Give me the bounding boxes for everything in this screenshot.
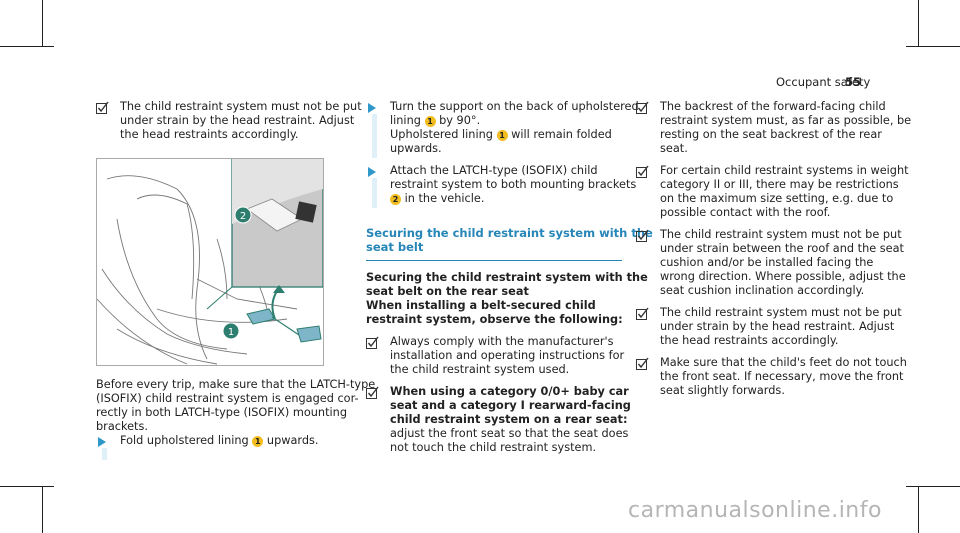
checkbox-icon — [366, 336, 379, 349]
note-item: The child restraint system must not be p… — [96, 100, 366, 142]
crop-mark — [0, 46, 54, 47]
seat-illustration: 2 1 — [96, 158, 324, 366]
note-item: The backrest of the forward-facing child… — [636, 100, 911, 156]
step-attach-latch: Attach the LATCH-type (ISOFIX) child res… — [366, 164, 636, 208]
note-item: Make sure that the child's feet do not t… — [636, 356, 907, 398]
note-item: The child restraint system must not be p… — [636, 306, 906, 348]
step-fold-lining: Fold upholstered lining 1 upwards. — [96, 434, 390, 460]
crop-mark — [42, 486, 43, 533]
callout-2: 2 — [240, 211, 246, 222]
rear-seat-isofix-drawing: 2 1 — [97, 159, 323, 365]
checkbox-icon — [366, 386, 379, 399]
crop-mark — [42, 0, 43, 47]
intro-paragraph: Before every trip, make sure that the LA… — [96, 378, 376, 433]
checkbox-icon — [636, 357, 649, 370]
checkbox-icon — [636, 307, 649, 320]
step-arrow-icon — [98, 437, 106, 447]
column-left: The child restraint system must not be p… — [96, 100, 366, 150]
note-item: When using a category 0/0+ baby car seat… — [366, 385, 631, 455]
crop-mark — [918, 0, 919, 47]
step-highlight-bar — [372, 178, 377, 208]
note-item: For certain child restraint systems in w… — [636, 164, 909, 220]
checkbox-icon — [636, 101, 649, 114]
crop-mark — [906, 46, 960, 47]
note-item: Always comply with the manufacturer's in… — [366, 335, 624, 377]
watermark: carmanualsonline.info — [628, 498, 882, 523]
callout-badge: 1 — [496, 130, 508, 141]
callout-badge: 1 — [424, 116, 436, 127]
crop-mark — [906, 486, 960, 487]
page-number: 55 — [845, 75, 862, 89]
callout-badge: 1 — [252, 436, 264, 447]
step-highlight-bar — [372, 114, 377, 158]
checkbox-icon — [96, 101, 109, 114]
subheading: Securing the child restraint system with… — [366, 271, 648, 326]
callout-badge: 2 — [390, 194, 401, 205]
crop-mark — [0, 486, 54, 487]
crop-mark — [918, 486, 919, 533]
checkbox-icon — [636, 165, 649, 178]
checkbox-icon — [636, 229, 649, 242]
callout-1: 1 — [228, 327, 234, 338]
page-header-title: Occupant safety — [776, 75, 871, 89]
column-right: The backrest of the forward-facing child… — [636, 100, 911, 406]
column-middle: Turn the support on the back of upholste… — [366, 100, 653, 463]
step-arrow-icon — [368, 103, 376, 113]
section-title: Securing the child restraint system with… — [366, 226, 653, 261]
step-arrow-icon — [368, 167, 376, 177]
step-turn-support: Turn the support on the back of upholste… — [366, 100, 639, 158]
step-highlight-bar — [102, 448, 107, 460]
note-item: The child restraint system must not be p… — [636, 228, 906, 298]
